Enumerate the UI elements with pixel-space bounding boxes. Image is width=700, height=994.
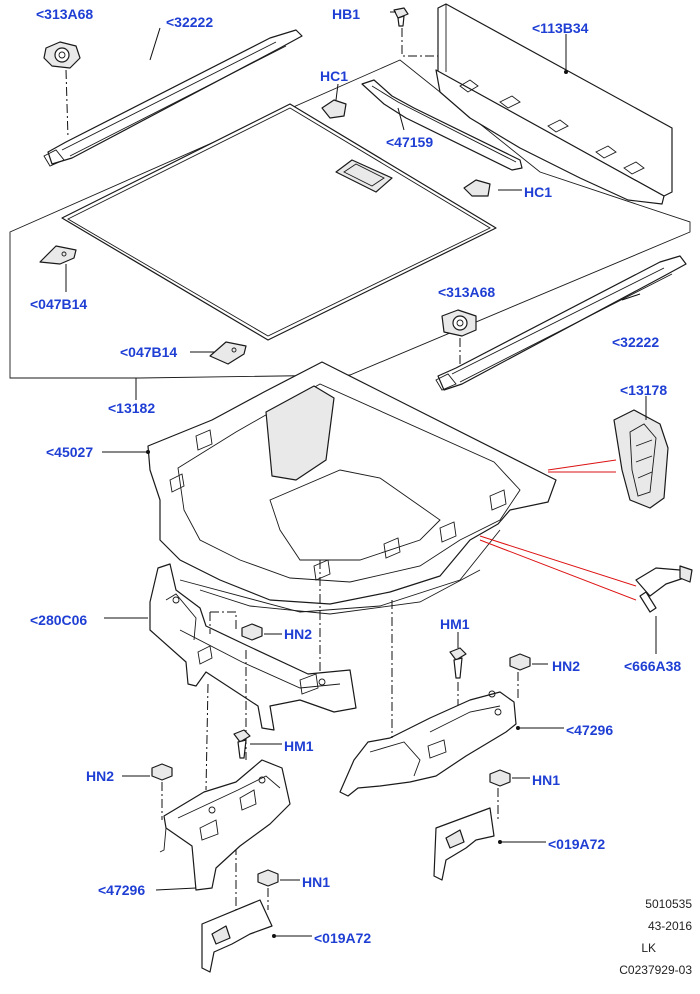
part-load-floor-panel — [61, 103, 497, 341]
part-280c06 — [149, 563, 357, 731]
callout-32222-top[interactable]: <32222 — [166, 14, 214, 30]
part-113b34 — [435, 3, 673, 205]
callout-047b14-a[interactable]: <047B14 — [30, 296, 88, 312]
reference-line-1: 5010535 — [645, 897, 692, 911]
part-32222-top — [43, 29, 303, 167]
part-32222-mid — [435, 255, 687, 391]
callout-019a72-b[interactable]: <019A72 — [314, 930, 372, 946]
callout-hn2-c[interactable]: HN2 — [86, 768, 115, 784]
part-hn1-a — [489, 769, 511, 787]
callout-hm1-a[interactable]: HM1 — [440, 616, 470, 632]
callout-313a68-mid[interactable]: <313A68 — [438, 284, 496, 300]
callout-hc1-b[interactable]: HC1 — [524, 184, 553, 200]
reference-line-3: LK — [641, 941, 656, 955]
callout-113b34[interactable]: <113B34 — [532, 20, 589, 36]
part-hm1-b — [233, 729, 251, 759]
part-47296-a — [339, 690, 517, 797]
part-hn1-b — [257, 869, 279, 887]
callout-hn2-b[interactable]: HN2 — [552, 658, 581, 674]
part-019a72-a — [433, 807, 495, 881]
part-019a72-b — [201, 899, 273, 973]
part-313a68-top — [43, 41, 81, 69]
part-13178 — [613, 409, 669, 509]
part-hn2-a — [241, 623, 263, 641]
callout-13178[interactable]: <13178 — [620, 382, 668, 398]
callout-13182[interactable]: <13182 — [108, 400, 156, 416]
reference-line-2: 43-2016 — [647, 919, 692, 933]
reference-line-4: C0237929-03 — [619, 963, 692, 977]
callout-47296-b[interactable]: <47296 — [98, 882, 146, 898]
callout-280c06[interactable]: <280C06 — [30, 612, 88, 628]
part-hb1 — [393, 7, 409, 27]
callout-45027[interactable]: <45027 — [46, 444, 94, 460]
part-hc1-b — [463, 179, 491, 197]
part-047b14-b — [209, 341, 247, 365]
callout-047b14-b[interactable]: <047B14 — [120, 344, 178, 360]
callout-32222-mid[interactable]: <32222 — [612, 334, 660, 350]
callout-019a72-a[interactable]: <019A72 — [548, 836, 606, 852]
callout-666a38[interactable]: <666A38 — [624, 658, 682, 674]
callout-hc1-a[interactable]: HC1 — [320, 68, 349, 84]
callout-hn1-b[interactable]: HN1 — [302, 874, 331, 890]
callout-47296-a[interactable]: <47296 — [566, 722, 614, 738]
callout-47159[interactable]: <47159 — [386, 134, 434, 150]
part-hm1-a — [449, 647, 467, 679]
part-047b14-a — [39, 245, 77, 265]
part-47296-b — [159, 759, 291, 891]
part-47159 — [361, 79, 523, 171]
callout-hm1-b[interactable]: HM1 — [284, 738, 314, 754]
part-313a68-mid — [441, 309, 477, 337]
part-hn2-c — [151, 763, 173, 781]
part-hn2-b — [509, 653, 531, 671]
part-45027-load-tub — [147, 361, 557, 615]
part-hc1-a — [321, 99, 347, 119]
callout-313a68-top[interactable]: <313A68 — [36, 6, 94, 22]
callout-hn2-a[interactable]: HN2 — [284, 626, 313, 642]
callout-hn1-a[interactable]: HN1 — [532, 772, 561, 788]
callout-hb1[interactable]: HB1 — [332, 6, 361, 22]
part-666a38 — [635, 565, 693, 613]
